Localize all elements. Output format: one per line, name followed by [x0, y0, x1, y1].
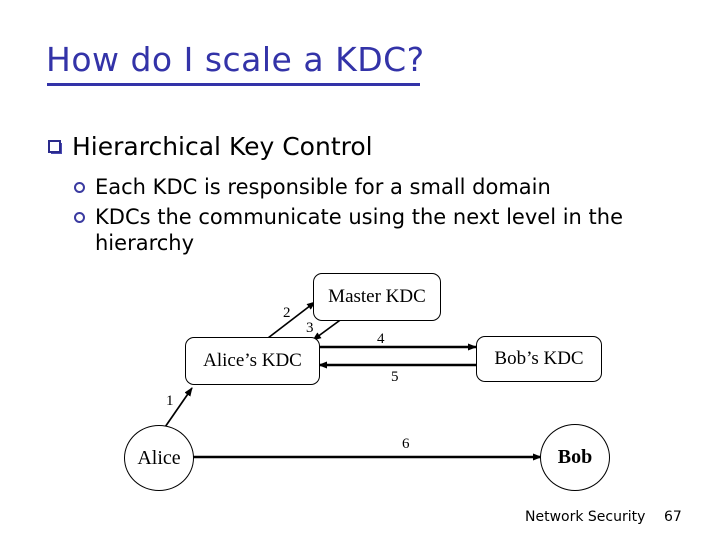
title-underline: [47, 83, 420, 86]
node-alices-kdc: Alice’s KDC: [185, 337, 320, 385]
node-bob: Bob: [540, 424, 610, 491]
edge-label-2: 2: [283, 305, 291, 321]
node-label: Alice: [137, 446, 181, 469]
node-alice: Alice: [124, 425, 194, 491]
edge-3-arrow: [312, 317, 344, 341]
bullet-text: KDCs the communicate using the next leve…: [95, 205, 623, 255]
slide-number: 67: [664, 509, 682, 525]
node-master-kdc: Master KDC: [313, 273, 441, 321]
edge-label-4: 4: [377, 331, 385, 347]
edge-label-5: 5: [391, 369, 399, 385]
edge-label-6: 6: [402, 436, 410, 452]
bullet-text: Each KDC is responsible for a small doma…: [95, 175, 551, 199]
edge-label-1: 1: [166, 393, 174, 409]
node-label: Master KDC: [328, 286, 426, 307]
node-bobs-kdc: Bob’s KDC: [476, 336, 602, 382]
bullet-item-level2-2: KDCs the communicate using the next leve…: [74, 204, 640, 256]
bullet-item-level2-1: Each KDC is responsible for a small doma…: [74, 174, 551, 200]
square-bullet-icon: [48, 140, 62, 154]
node-label: Bob: [557, 446, 593, 468]
edge-label-3: 3: [306, 320, 314, 336]
page-title: How do I scale a KDC?: [46, 40, 425, 79]
circle-bullet-icon: [74, 212, 85, 223]
bullet-text: Hierarchical Key Control: [72, 132, 373, 161]
node-label: Alice’s KDC: [203, 350, 302, 371]
node-label: Bob’s KDC: [494, 348, 584, 369]
circle-bullet-icon: [74, 182, 85, 193]
bullet-item-level1: Hierarchical Key Control: [48, 131, 373, 162]
footer-title: Network Security: [525, 509, 646, 525]
